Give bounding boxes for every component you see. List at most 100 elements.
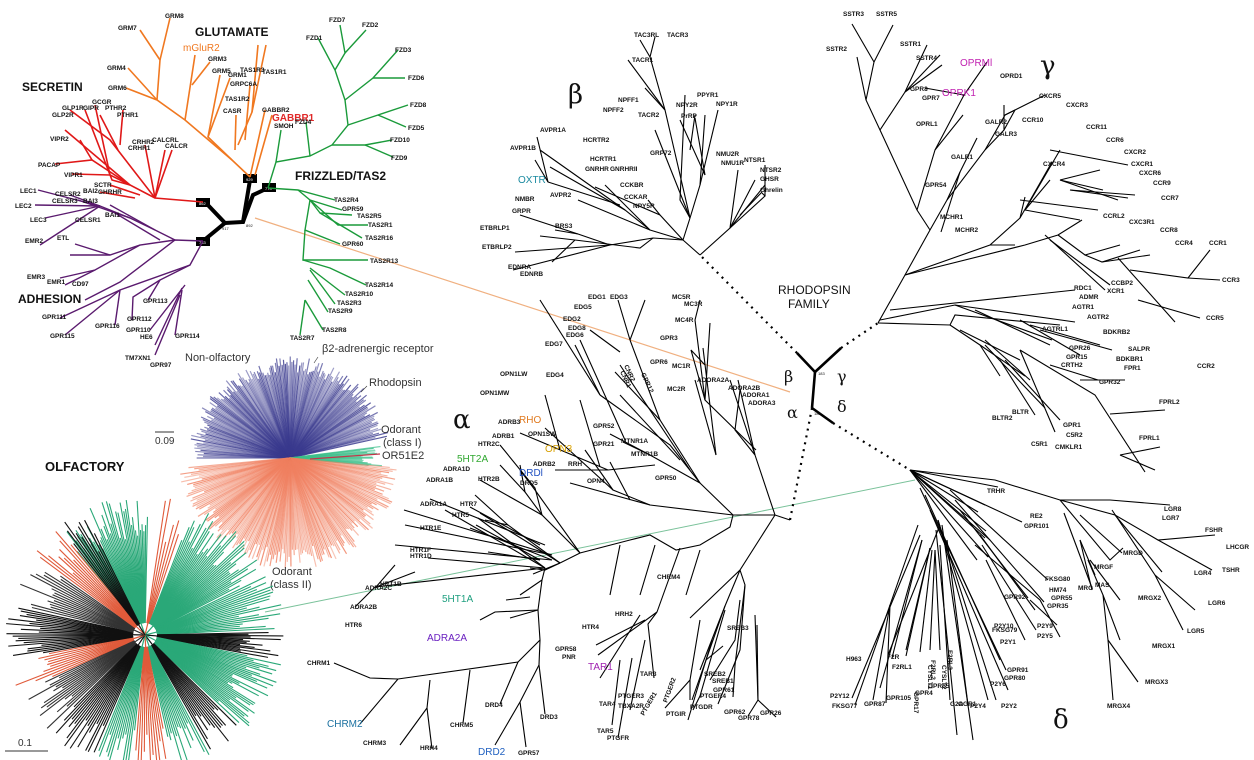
olf-branch: [140, 646, 146, 760]
olf-branch: [93, 645, 141, 753]
leaf-label: NMU2R: [716, 151, 739, 158]
leaf-label: ETL: [57, 235, 69, 242]
leaf-label: OPN1LW: [500, 371, 528, 378]
olf-branch: [153, 642, 240, 723]
highlight-oxtr: OXTR: [518, 175, 546, 186]
olf-branch: [73, 643, 137, 708]
circ-branch: [215, 457, 291, 542]
connector-orange: [254, 217, 791, 393]
olf-branch: [85, 644, 139, 721]
leaf-label: GPR57: [518, 750, 540, 757]
leaf-label: GRPR: [512, 208, 531, 215]
olf-branch: [144, 625, 154, 636]
leaf-label: EMR3: [27, 274, 45, 281]
olf-branch: [133, 634, 146, 640]
leaf-label: FZD8: [410, 102, 427, 109]
leaf-label: H963: [846, 656, 862, 663]
olf-branch: [58, 556, 137, 628]
olf-branch: [151, 534, 222, 626]
leaf-label: GPR6: [650, 359, 668, 366]
leaf-label: MRGX1: [1152, 643, 1176, 650]
leaf-label: GPR54: [925, 182, 947, 189]
leaf-label: GPR32: [1099, 379, 1121, 386]
leaf-label: CHRM5: [450, 722, 473, 729]
label-odorant-class2-sub: (class II): [270, 579, 312, 591]
leaf-label: MRGF: [1094, 564, 1113, 571]
hub-alpha: α: [787, 403, 798, 422]
leaf-label: TAC3RL: [634, 32, 659, 39]
olf-branch: [77, 645, 140, 748]
olf-branch: [152, 643, 215, 710]
pointer-rhodopsin: [360, 385, 368, 393]
leaf-label: BAI2: [83, 188, 98, 195]
olf-branch: [109, 646, 143, 760]
leaf-label: HRT1B: [380, 581, 402, 588]
leaf-label: GPR105: [886, 695, 911, 702]
olf-branch: [156, 613, 281, 634]
leaf-label: CRHR1: [128, 145, 151, 152]
leaf-label: GPR111: [42, 314, 67, 321]
olf-branch: [155, 568, 257, 630]
olf-branch: [31, 606, 134, 633]
circular-tree: Non-olfactory β2-adrenergic receptor Rho…: [155, 343, 434, 591]
leaf-label: RDC1: [1074, 285, 1092, 292]
olf-branch: [156, 604, 282, 633]
leaf-label: SALPR: [1128, 346, 1150, 353]
leaf-label: TM7XN1: [125, 355, 151, 362]
leaf-label: GPR115: [50, 333, 75, 340]
hub-beta: β: [784, 367, 793, 386]
olf-branch: [155, 582, 267, 631]
olf-branch: [151, 644, 229, 742]
leaf-label: C5R2: [1066, 432, 1083, 439]
leaf-label: LGR4: [1194, 570, 1212, 577]
circ-branch: [237, 385, 291, 459]
olf-branch: [47, 600, 134, 632]
circ-branch: [251, 378, 291, 459]
leaf-label: FKSG77: [832, 703, 858, 710]
adhesion-labels: LEC1 LEC2 LEC3 CELSR2 CELSR3 BAI2 BAI3 B…: [15, 188, 200, 369]
olf-branch: [49, 640, 135, 686]
leaf-label: PTGER4: [700, 693, 726, 700]
delta-branches: [851, 469, 1216, 741]
olf-branch: [30, 603, 134, 633]
leaf-label: CALCR: [165, 143, 188, 150]
rhodopsin-tree: 183 182 RHODOPSIN FAMILY β γ α δ β γ α δ: [307, 11, 1249, 758]
leaf-label: GPR15: [1066, 354, 1088, 361]
olf-branch: [47, 637, 134, 666]
scale-label-circ: 0.09: [155, 436, 175, 447]
leaf-label: MCHR1: [940, 214, 963, 221]
leaf-label: VIPR1: [64, 172, 83, 179]
circ-branch: [289, 457, 373, 529]
leaf-label: BDKBR1: [1116, 356, 1143, 363]
leaf-label: GLP2R: [52, 112, 74, 119]
leaf-label: F2R: [887, 654, 900, 661]
leaf-label: GPR114: [175, 333, 200, 340]
olf-branch: [148, 534, 180, 624]
leaf-label: TAS2R13: [370, 258, 398, 265]
bootstrap-secr: 862: [199, 201, 206, 206]
leaf-label: OPN4: [587, 478, 605, 485]
leaf-label: TAS2R1: [368, 222, 393, 229]
olf-branch: [71, 643, 138, 720]
olf-branch: [81, 536, 139, 626]
leaf-label: GPR26: [1069, 345, 1091, 352]
olf-branch: [144, 623, 149, 636]
leaf-label: TAS2R9: [328, 308, 353, 315]
olf-branch: [150, 531, 210, 626]
olf-branch: [146, 646, 161, 742]
bootstrap-mid2: 892: [246, 223, 253, 228]
leaf-label: P2Y5: [1037, 633, 1053, 640]
clade-beta: β: [568, 80, 583, 110]
secretin-branches: [54, 104, 204, 203]
leaf-label: FPR1: [1124, 365, 1141, 372]
leaf-label: G2A: [950, 701, 964, 708]
leaf-label: GPR92: [1004, 594, 1026, 601]
olf-branch: [52, 594, 135, 631]
leaf-label: F2RL1: [892, 664, 912, 671]
family-label-olfactory: OLFACTORY: [45, 459, 125, 474]
leaf-label: PTGER3: [618, 693, 644, 700]
label-beta2-adrenergic: β2-adrenergic receptor: [322, 343, 434, 355]
leaf-label: FKSG79: [992, 627, 1018, 634]
olf-branch: [62, 641, 136, 689]
olf-branch: [45, 639, 135, 683]
